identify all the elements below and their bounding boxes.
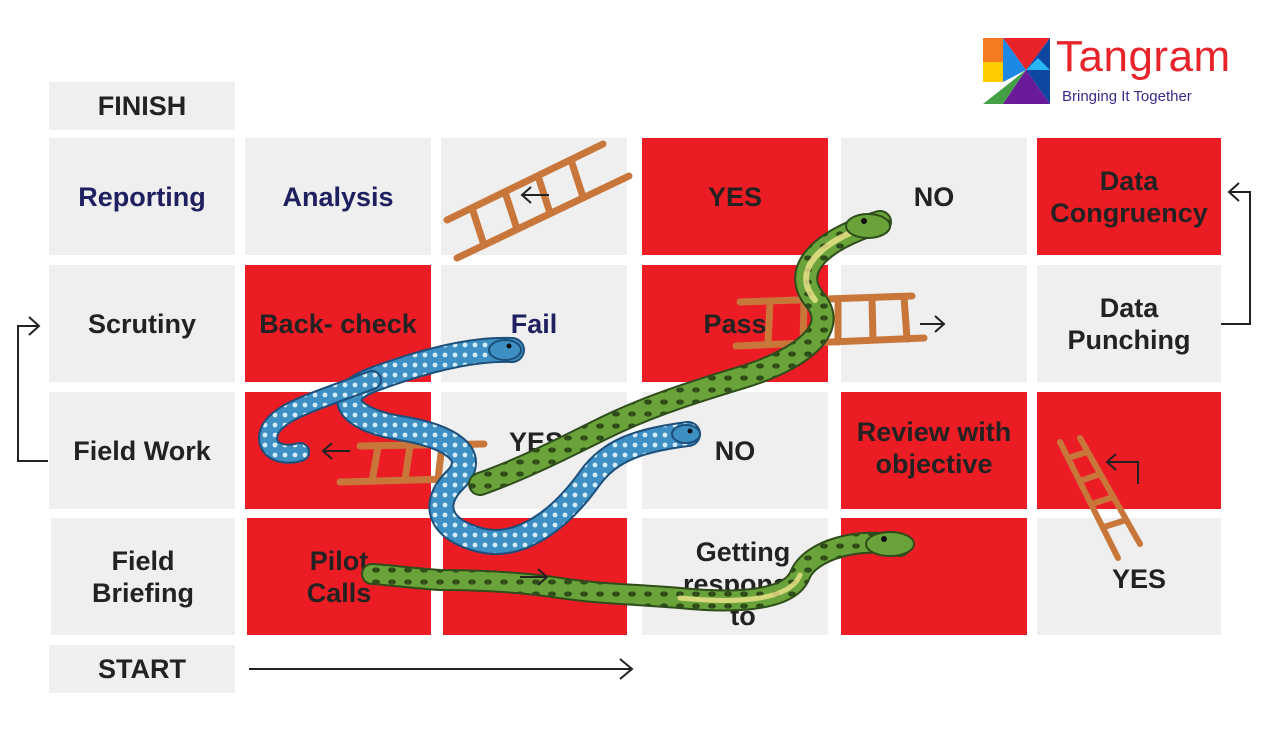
finish-label: FINISH — [49, 82, 235, 130]
board-cell-data-punching: Data Punching — [1037, 265, 1221, 382]
arrow-up-left-icon — [1105, 453, 1139, 484]
green-snake-icon — [361, 531, 915, 612]
board-cell-empty — [441, 138, 627, 255]
board-cell-reporting: Reporting — [49, 138, 235, 255]
connector-right-icon — [1221, 182, 1251, 325]
ladder-icon — [1057, 435, 1143, 561]
board-cell-data-congruency: Data Congruency — [1037, 138, 1221, 255]
connector-left-icon — [17, 316, 48, 462]
start-label: START — [49, 645, 235, 693]
blue-snake-icon — [258, 336, 701, 555]
logo-tagline: Bringing It Together — [1062, 88, 1192, 105]
board-cell-analysis: Analysis — [245, 138, 431, 255]
board-cell-yes: YES — [1037, 518, 1221, 635]
arrow-right-icon — [920, 315, 946, 333]
ladder-icon — [443, 140, 633, 262]
arrow-left-icon — [520, 186, 549, 204]
logo-name: Tangram — [1056, 32, 1231, 81]
board-cell-review-with-objective: Review with objective — [841, 392, 1027, 509]
board-cell-pilot-calls: Pilot Calls — [247, 518, 431, 635]
tangram-logo-icon — [983, 38, 1050, 104]
board-cell-empty — [1037, 392, 1221, 509]
arrow-right-icon — [520, 568, 549, 586]
board-cell-field-work: Field Work — [49, 392, 235, 509]
board-cell-field-briefing: Field Briefing — [51, 518, 235, 635]
green-snake-icon — [468, 210, 892, 496]
board-cell-yes: YES — [642, 138, 828, 255]
arrow-left-icon — [321, 442, 350, 460]
board-cell-scrutiny: Scrutiny — [49, 265, 235, 382]
arrow-right-icon — [249, 658, 634, 680]
